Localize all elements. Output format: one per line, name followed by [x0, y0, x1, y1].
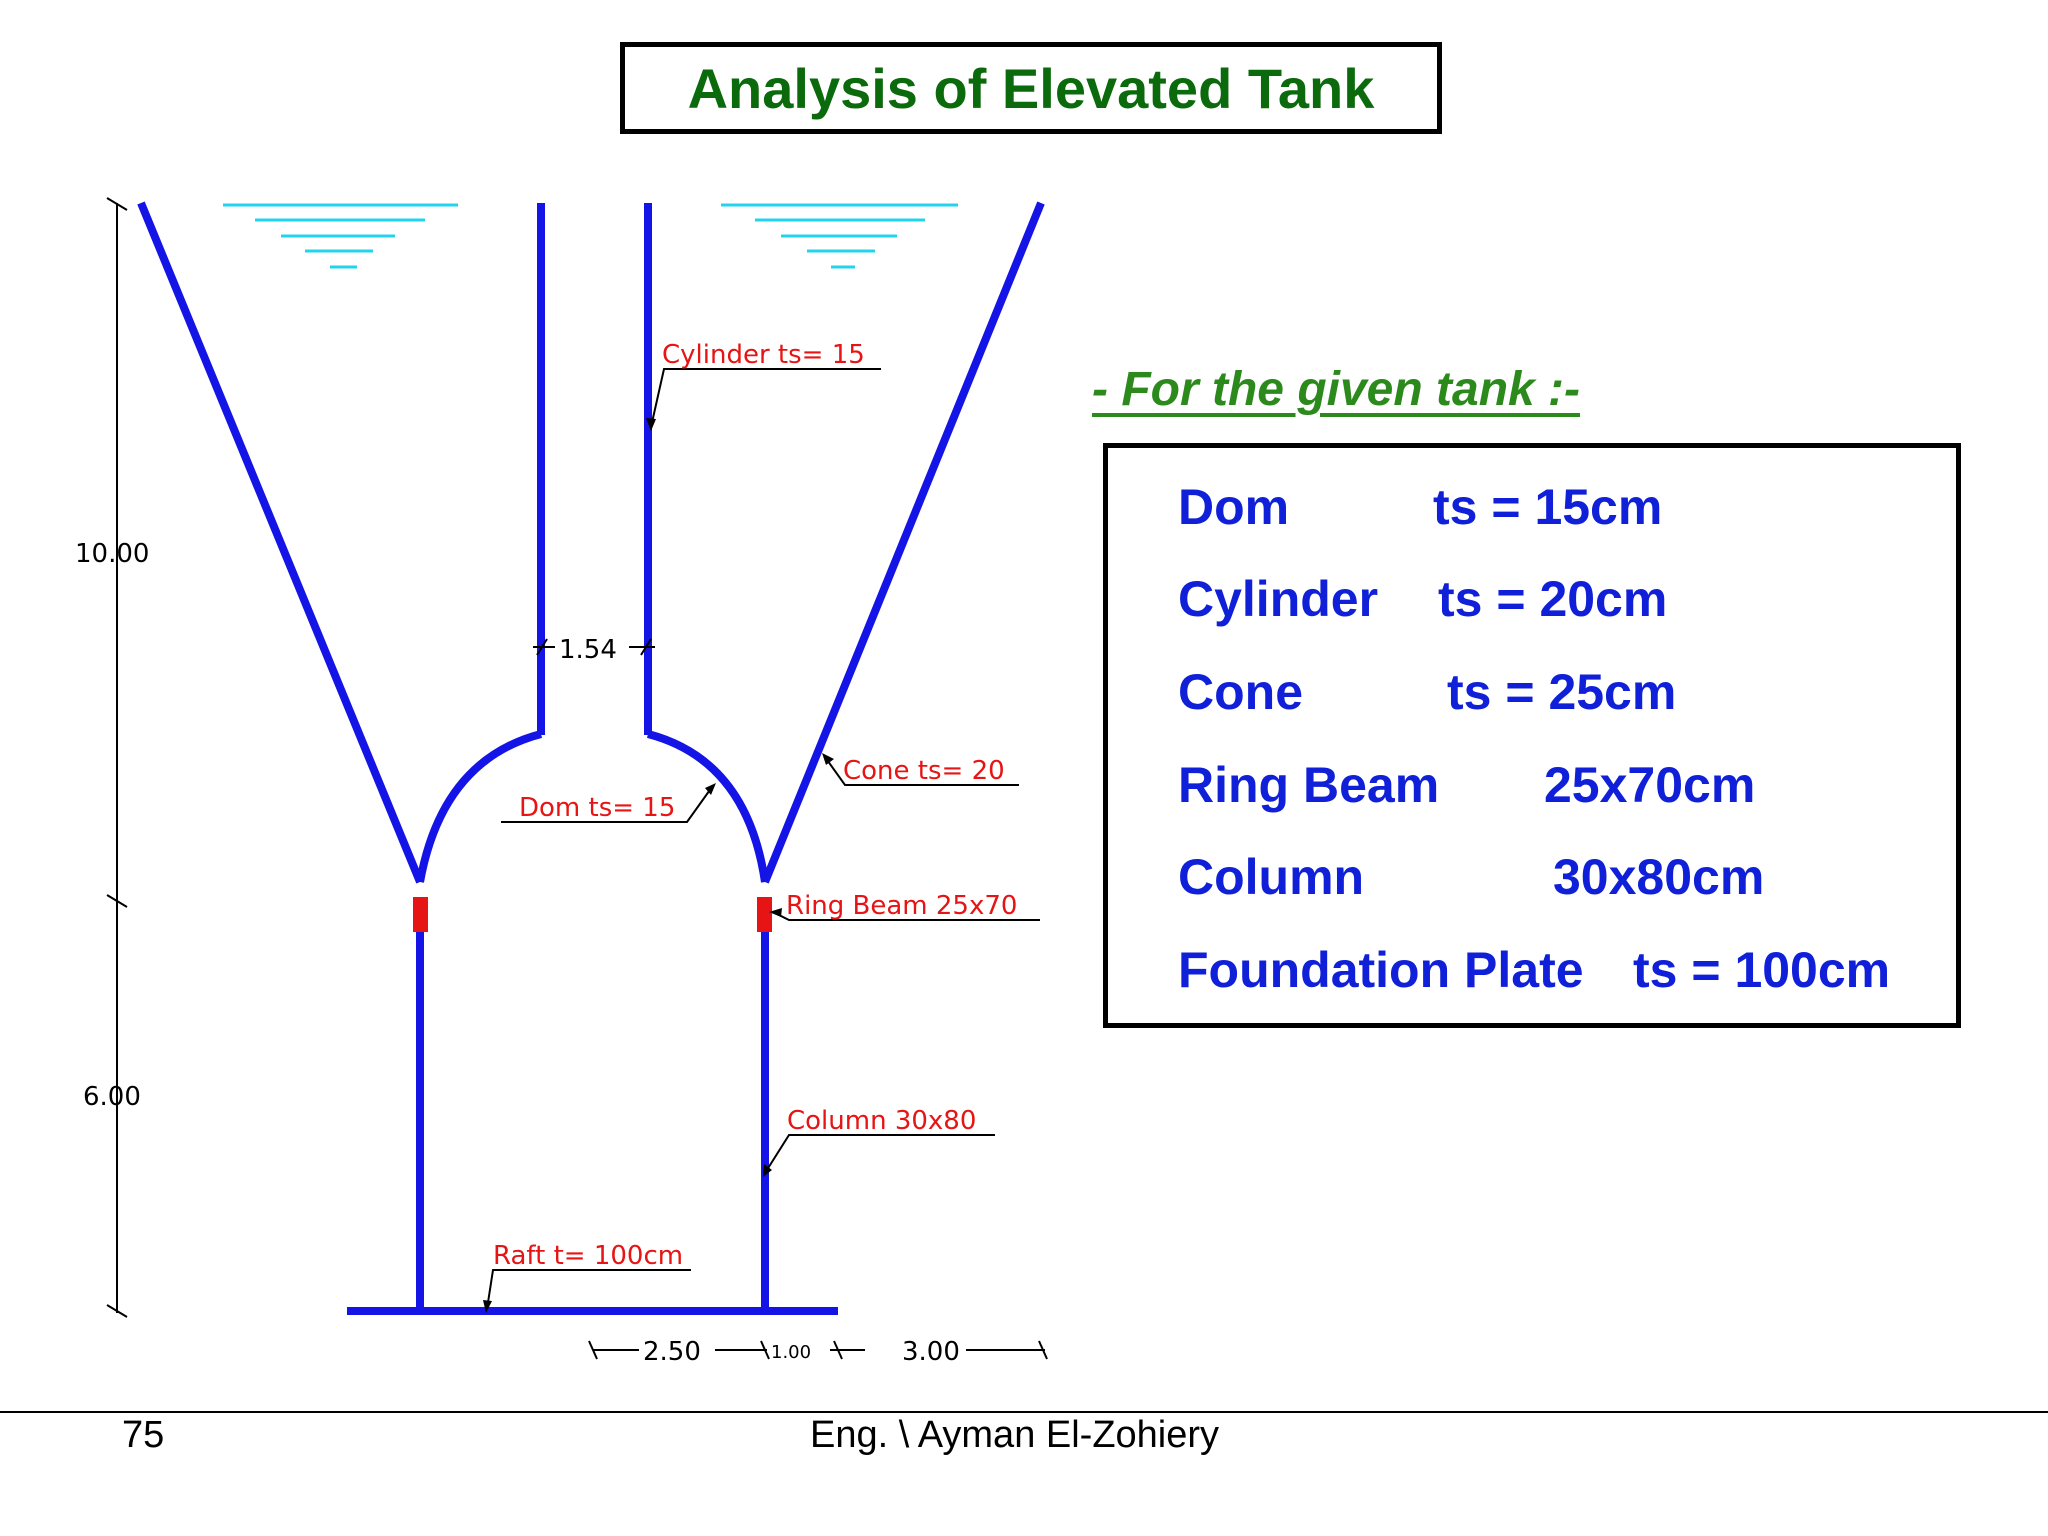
cone-wall-left: [137, 201, 424, 884]
cone-wall-right: [761, 201, 1045, 884]
info-label: Ring Beam: [1178, 757, 1440, 813]
water-level-right: [721, 203, 958, 269]
info-label: Foundation Plate: [1178, 942, 1584, 998]
info-value: ts = 100cm: [1633, 942, 1891, 998]
info-label: Cylinder: [1178, 571, 1379, 627]
page-title: Analysis of Elevated Tank: [687, 56, 1375, 120]
dome-left: [416, 730, 543, 883]
info-label: Dom: [1178, 479, 1290, 535]
label-column: Column 30x80: [787, 1106, 976, 1136]
ring-beam-right: [757, 897, 772, 932]
dim-height-lower: 6.00: [83, 1082, 141, 1112]
label-dom: Dom ts= 15: [519, 793, 675, 823]
dim-base-mid: 1.00: [771, 1342, 811, 1363]
label-cylinder: Cylinder ts= 15: [662, 340, 865, 370]
info-value: ts = 15cm: [1433, 479, 1663, 535]
info-heading: - For the given tank :-: [1092, 363, 1581, 416]
dome-right: [646, 730, 769, 883]
footer-divider: [0, 1411, 2048, 1413]
dim-height-upper: 10.00: [75, 539, 149, 569]
label-raft: Raft t= 100cm: [493, 1241, 683, 1271]
info-value: ts = 20cm: [1438, 571, 1668, 627]
tank-drawing-svg: 10.00 6.00 1.54 2.50 1.00 3.00: [75, 197, 1048, 1367]
title-box: Analysis of Elevated Tank: [620, 42, 1442, 134]
tank-drawing: 10.00 6.00 1.54 2.50 1.00 3.00: [55, 185, 1070, 1375]
info-value: ts = 25cm: [1447, 664, 1677, 720]
water-level-left: [223, 203, 458, 269]
dim-base-right: 3.00: [902, 1337, 960, 1367]
footer-author: Eng. \ Ayman El-Zohiery: [810, 1414, 1220, 1456]
dim-neck-width: 1.54: [559, 635, 617, 665]
dim-base-left: 2.50: [643, 1337, 701, 1367]
base-dimension: [588, 1340, 1048, 1360]
info-label: Cone: [1178, 664, 1303, 720]
info-value: 25x70cm: [1544, 757, 1756, 813]
ring-beam-left: [413, 897, 428, 932]
page-number: 75: [122, 1414, 165, 1456]
info-label: Column: [1178, 849, 1365, 905]
info-value: 30x80cm: [1553, 849, 1765, 905]
vertical-dimension: [106, 197, 128, 1318]
info-box: Dom ts = 15cm Cylinder ts = 20cm Cone ts…: [1103, 443, 1961, 1028]
label-cone: Cone ts= 20: [843, 756, 1005, 786]
leader-arrows: [483, 418, 834, 1313]
label-ring-beam: Ring Beam 25x70: [786, 891, 1017, 921]
neck-dimension: [533, 638, 655, 656]
